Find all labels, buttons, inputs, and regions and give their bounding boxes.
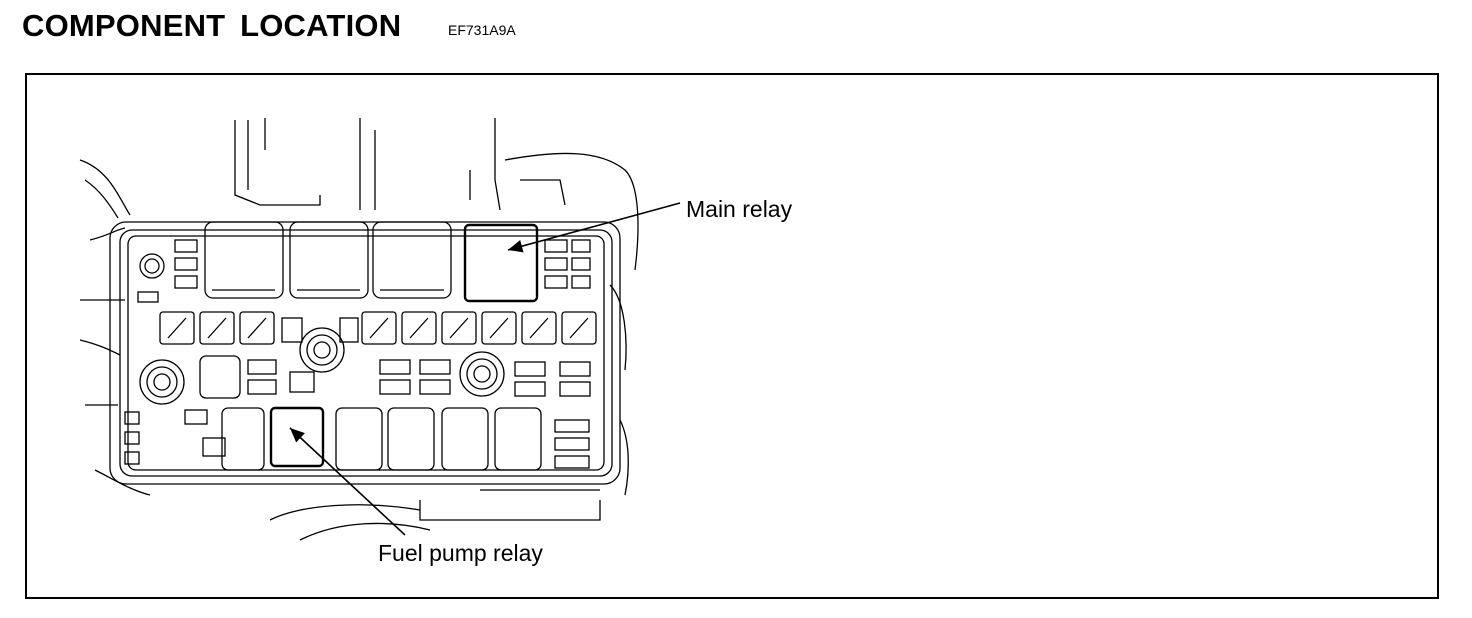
fuel-pump-relay-label: Fuel pump relay [378,540,543,566]
page-title: COMPONENT LOCATION [22,8,402,43]
document-code: EF731A9A [448,22,516,38]
diagram-frame [25,73,1439,599]
fuel-pump-relay-leader-arrow [289,427,406,536]
main-relay-label: Main relay [686,196,793,222]
main-relay-leader-arrow [507,202,681,253]
